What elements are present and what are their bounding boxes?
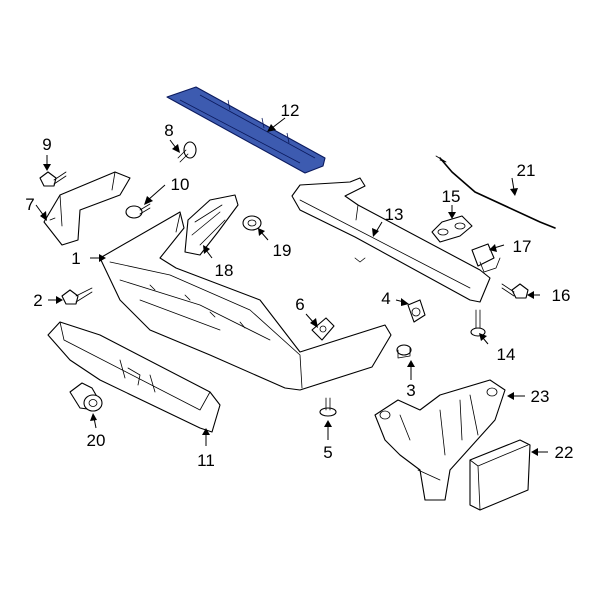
- part-1-bumper-cover[interactable]: [99, 211, 392, 391]
- part-15-bracket[interactable]: [431, 215, 473, 243]
- callout-7: 7: [25, 195, 34, 214]
- callout-3: 3: [406, 381, 415, 400]
- callout-13: 13: [385, 205, 404, 224]
- part-22-module[interactable]: [469, 439, 531, 511]
- part-16-bolt[interactable]: [501, 283, 529, 299]
- part-18-side-bracket[interactable]: [184, 194, 239, 256]
- callout-1: 1: [71, 249, 80, 268]
- callout-labels: 1 2 3 4 5 6 7 8 9 10 11 12 13 14 15 16 1…: [25, 101, 573, 470]
- part-11-lower-absorber[interactable]: [47, 321, 221, 433]
- part-10-push-pin[interactable]: [125, 203, 151, 219]
- leader-lines: [35, 117, 548, 456]
- callout-11: 11: [197, 451, 215, 470]
- part-21-rod[interactable]: [435, 155, 556, 229]
- callout-22: 22: [555, 443, 574, 462]
- part-14-stud[interactable]: [470, 309, 486, 337]
- callout-18: 18: [215, 261, 234, 280]
- callout-21: 21: [517, 161, 536, 180]
- callout-14: 14: [497, 345, 516, 364]
- part-5-stud[interactable]: [319, 397, 337, 417]
- callout-5: 5: [323, 443, 332, 462]
- part-9-bolt[interactable]: [39, 171, 67, 187]
- part-3-bolt[interactable]: [396, 344, 412, 359]
- part-6-clip[interactable]: [311, 317, 335, 341]
- callout-4: 4: [381, 289, 390, 308]
- part-7-bracket[interactable]: [43, 171, 131, 246]
- callout-15: 15: [442, 187, 461, 206]
- callout-9: 9: [42, 135, 51, 154]
- callout-16: 16: [552, 286, 571, 305]
- part-2-bolt[interactable]: [61, 287, 93, 305]
- part-4-nut[interactable]: [407, 299, 426, 323]
- callout-10: 10: [171, 175, 190, 194]
- callout-12: 12: [281, 101, 300, 120]
- part-17-clip[interactable]: [471, 243, 501, 273]
- part-13-reinforcement[interactable]: [291, 177, 491, 303]
- callout-6: 6: [295, 295, 304, 314]
- part-23-mount-bracket[interactable]: [374, 379, 506, 501]
- callout-23: 23: [531, 387, 550, 406]
- callout-8: 8: [164, 121, 173, 140]
- part-19-grommet[interactable]: [242, 215, 262, 231]
- part-8-push-pin[interactable]: [177, 141, 197, 163]
- part-20-sensor[interactable]: [69, 382, 103, 412]
- part-12-step-pad[interactable]: [166, 86, 326, 174]
- callout-2: 2: [33, 291, 42, 310]
- callout-19: 19: [273, 241, 292, 260]
- callout-20: 20: [87, 431, 106, 450]
- callout-17: 17: [513, 237, 532, 256]
